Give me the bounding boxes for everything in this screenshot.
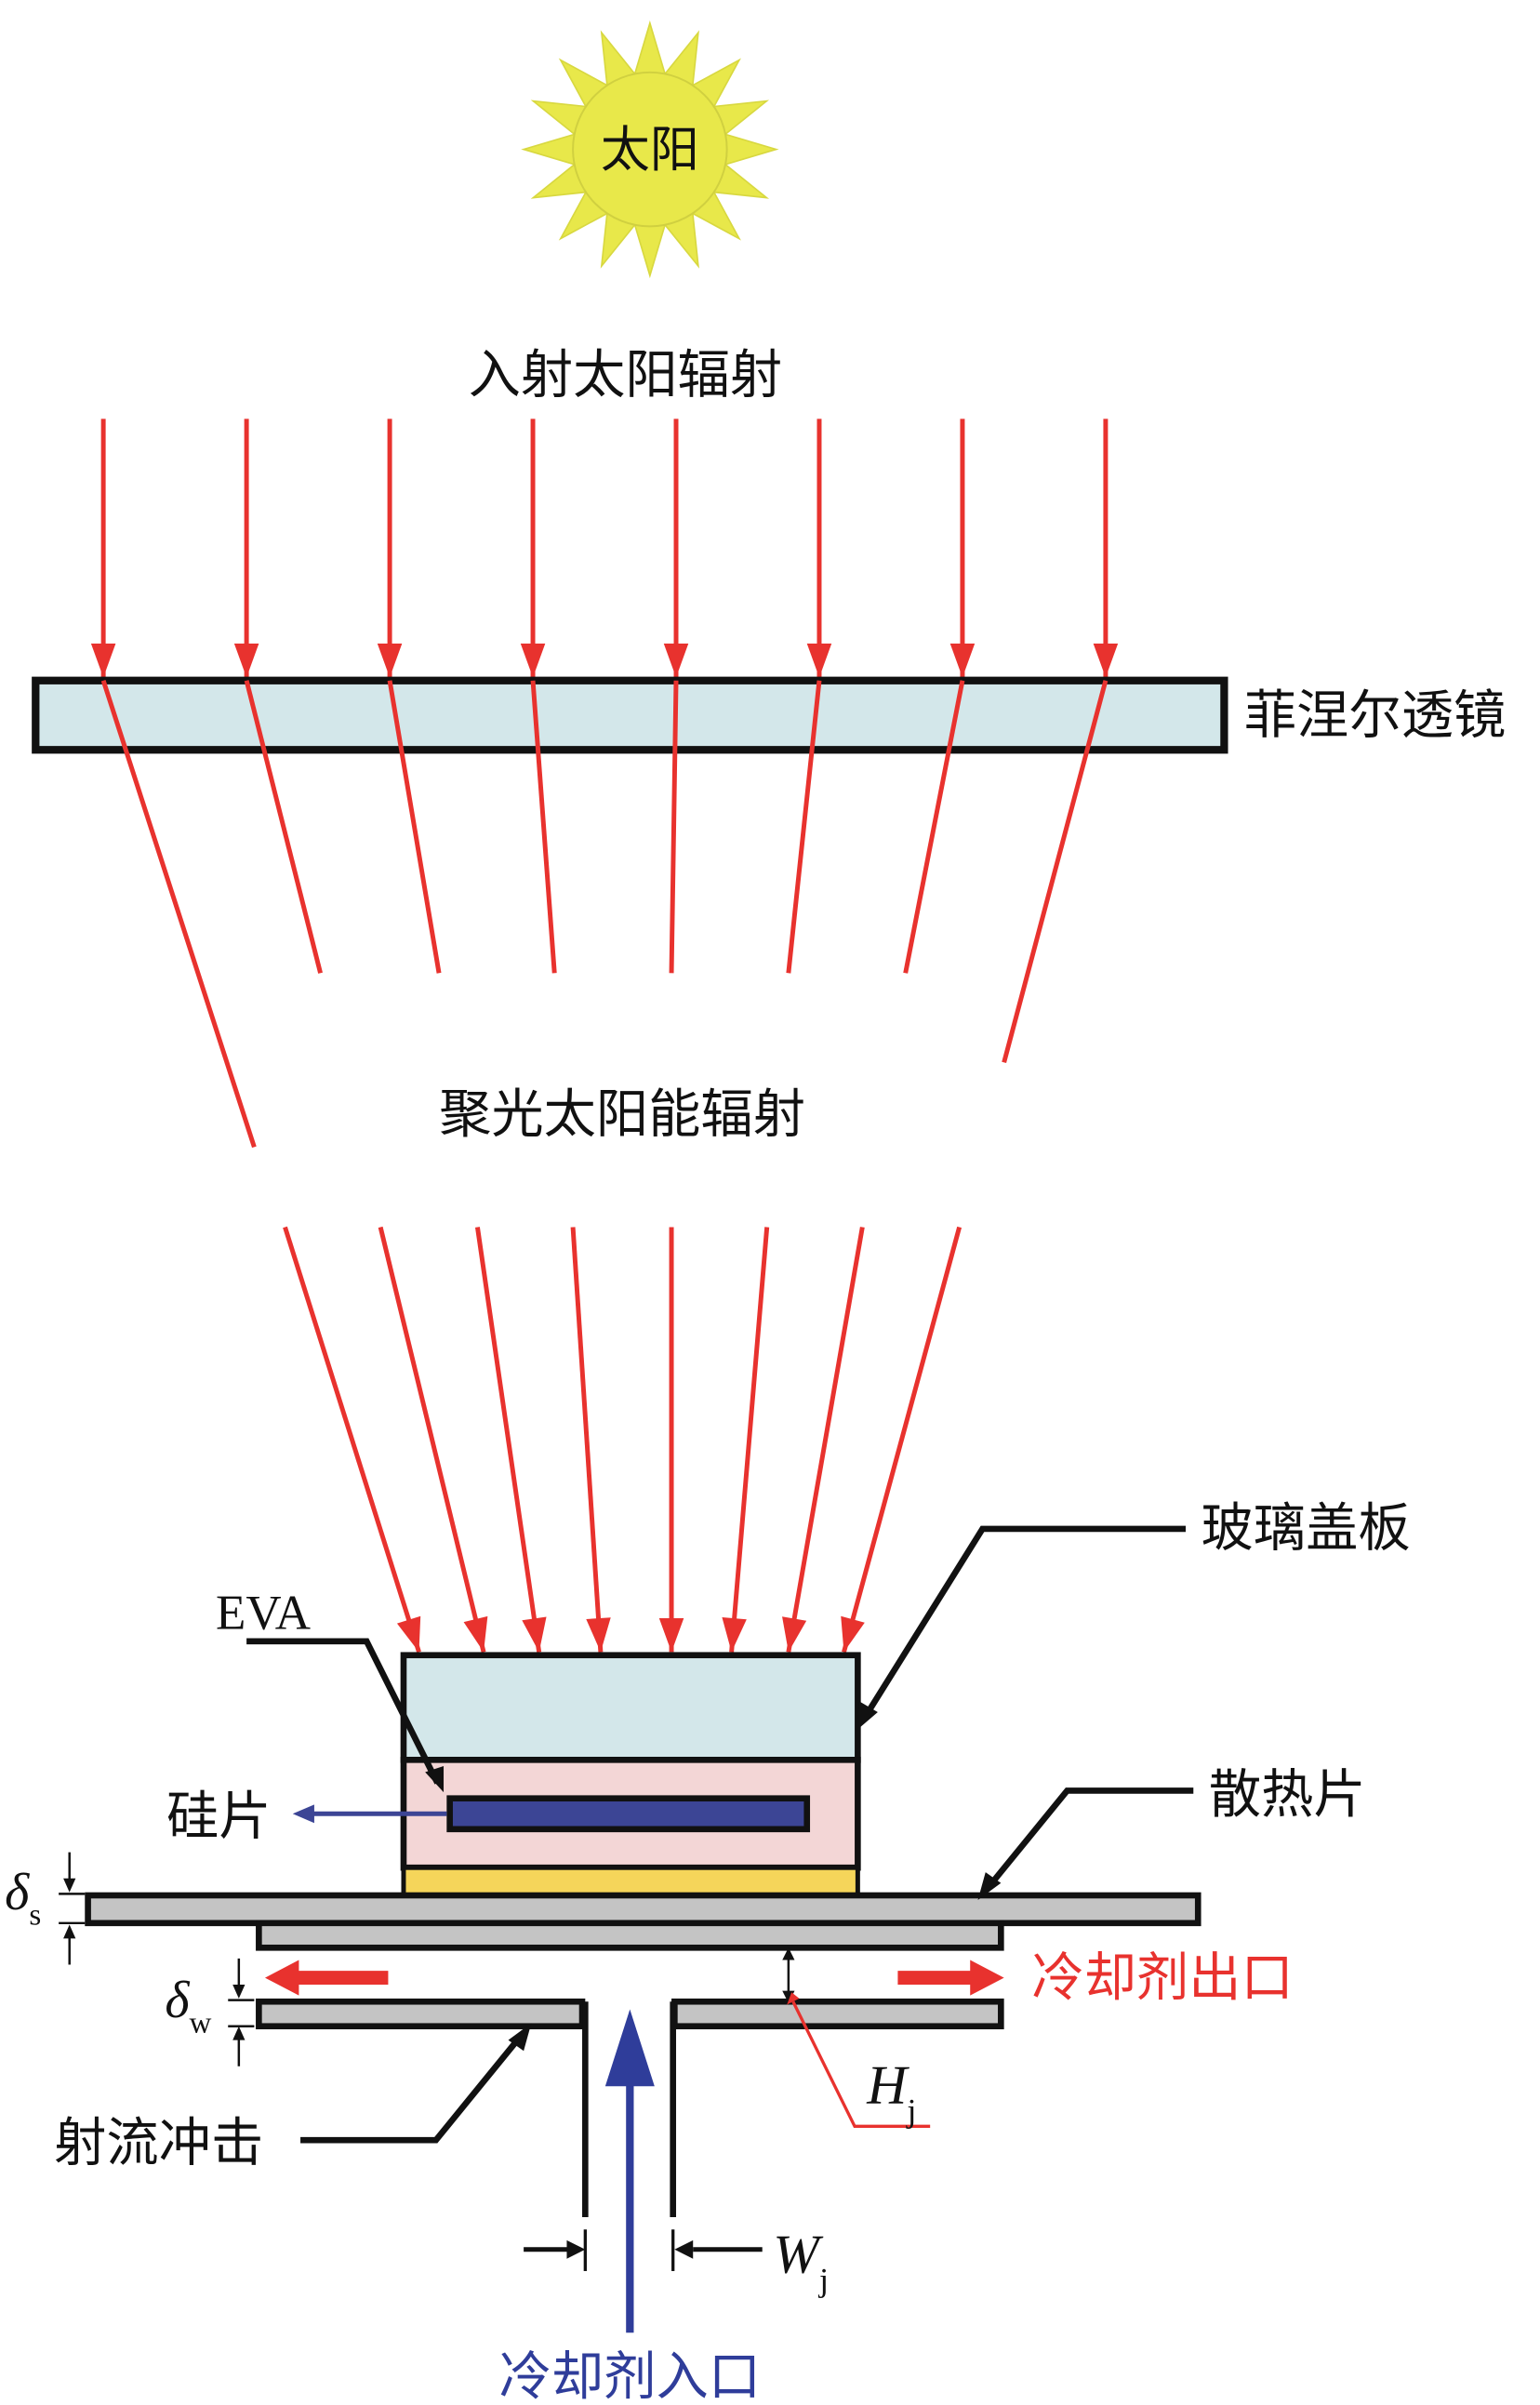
eva-leader [246,1638,445,1793]
refracted-rays-upper [100,679,1109,1149]
concentrated-ray-head [841,1615,865,1653]
concentrated-ray [283,1226,421,1654]
incident-ray-head [949,644,976,678]
heat-sink-lower-plate [256,1920,1004,1951]
jet-plate-left [256,1998,586,2030]
fresnel-lens [32,676,1228,754]
sun-disc [572,71,728,228]
solder-layer [401,1865,860,1898]
refracted-ray [387,680,442,974]
eva-label: EVA [216,1587,311,1641]
refracted-ray [903,680,965,974]
jet-plate-right [671,1998,1004,2030]
incident-ray-head [377,644,403,678]
hj-symbol: Hj [866,2054,916,2130]
silicon-wafer-label: 硅片 [166,1787,272,1847]
concentrated-ray-head [658,1618,684,1653]
concentrated-radiation-label: 聚光太阳能辐射 [439,1084,805,1145]
incident-ray-head [90,644,116,678]
delta-w-symbol: δw [165,1972,211,2040]
delta-s-symbol: δs [5,1864,41,1933]
jet-impingement-label: 射流冲击 [54,2113,263,2173]
sun-icon: 太阳 [521,20,779,279]
refracted-ray [669,680,679,974]
silicon-wafer-leader [292,1804,447,1824]
concentrated-ray-head [463,1615,488,1653]
incident-ray-head [1093,644,1119,678]
refracted-ray [244,680,323,974]
coolant-outlet-label: 冷却剂出口 [1031,1948,1293,2009]
refracted-ray [530,680,557,974]
fresnel-lens-label: 菲涅尔透镜 [1244,685,1506,746]
concentrated-ray-head [396,1615,421,1653]
concentrated-ray [378,1226,486,1654]
incident-ray-head [233,644,259,678]
refracted-ray [1002,680,1109,1063]
incident-radiation-label: 入射太阳辐射 [469,345,783,405]
concentrated-ray [570,1227,604,1653]
jet-impingement-leader [300,2023,532,2144]
refracted-ray [100,679,257,1149]
delta-w-dimension [228,1958,255,2066]
concentrated-ray-head [522,1616,547,1653]
coolant-outlet-arrow-left [264,1960,389,1996]
concentrated-ray [474,1227,542,1653]
coolant-inlet-arrow [604,2009,655,2333]
heat-sink-plate [85,1892,1201,1927]
concentrated-ray-head [586,1617,611,1653]
hj-dimension [782,1947,931,2128]
wj-symbol: Wj [773,2224,829,2299]
sun-label: 太阳 [601,122,699,179]
refracted-ray [786,680,822,974]
concentrated-ray-head [722,1617,747,1653]
glass-cover-leader [856,1525,1187,1731]
refracted-rays-lower [283,1226,962,1654]
coolant-outlet-arrow-right [897,1960,1004,1996]
incident-rays [90,419,1119,678]
glass-cover [400,1652,861,1763]
heat-sink-label: 散热片 [1209,1765,1366,1826]
concentrated-ray [842,1226,962,1654]
incident-ray-head [663,644,689,678]
incident-ray-head [520,644,546,678]
wj-dimension [524,2229,763,2271]
incident-ray-head [806,644,832,678]
concentrated-ray-head [782,1616,807,1653]
heat-sink-leader [977,1787,1194,1900]
glass-cover-label: 玻璃盖板 [1201,1498,1411,1559]
concentrated-ray [729,1227,770,1653]
delta-s-dimension [59,1852,86,1965]
silicon-wafer [446,1795,811,1833]
concentrated-ray [786,1227,865,1653]
pv-module [400,1652,861,1898]
coolant-inlet-label: 冷却剂入口 [499,2346,761,2405]
